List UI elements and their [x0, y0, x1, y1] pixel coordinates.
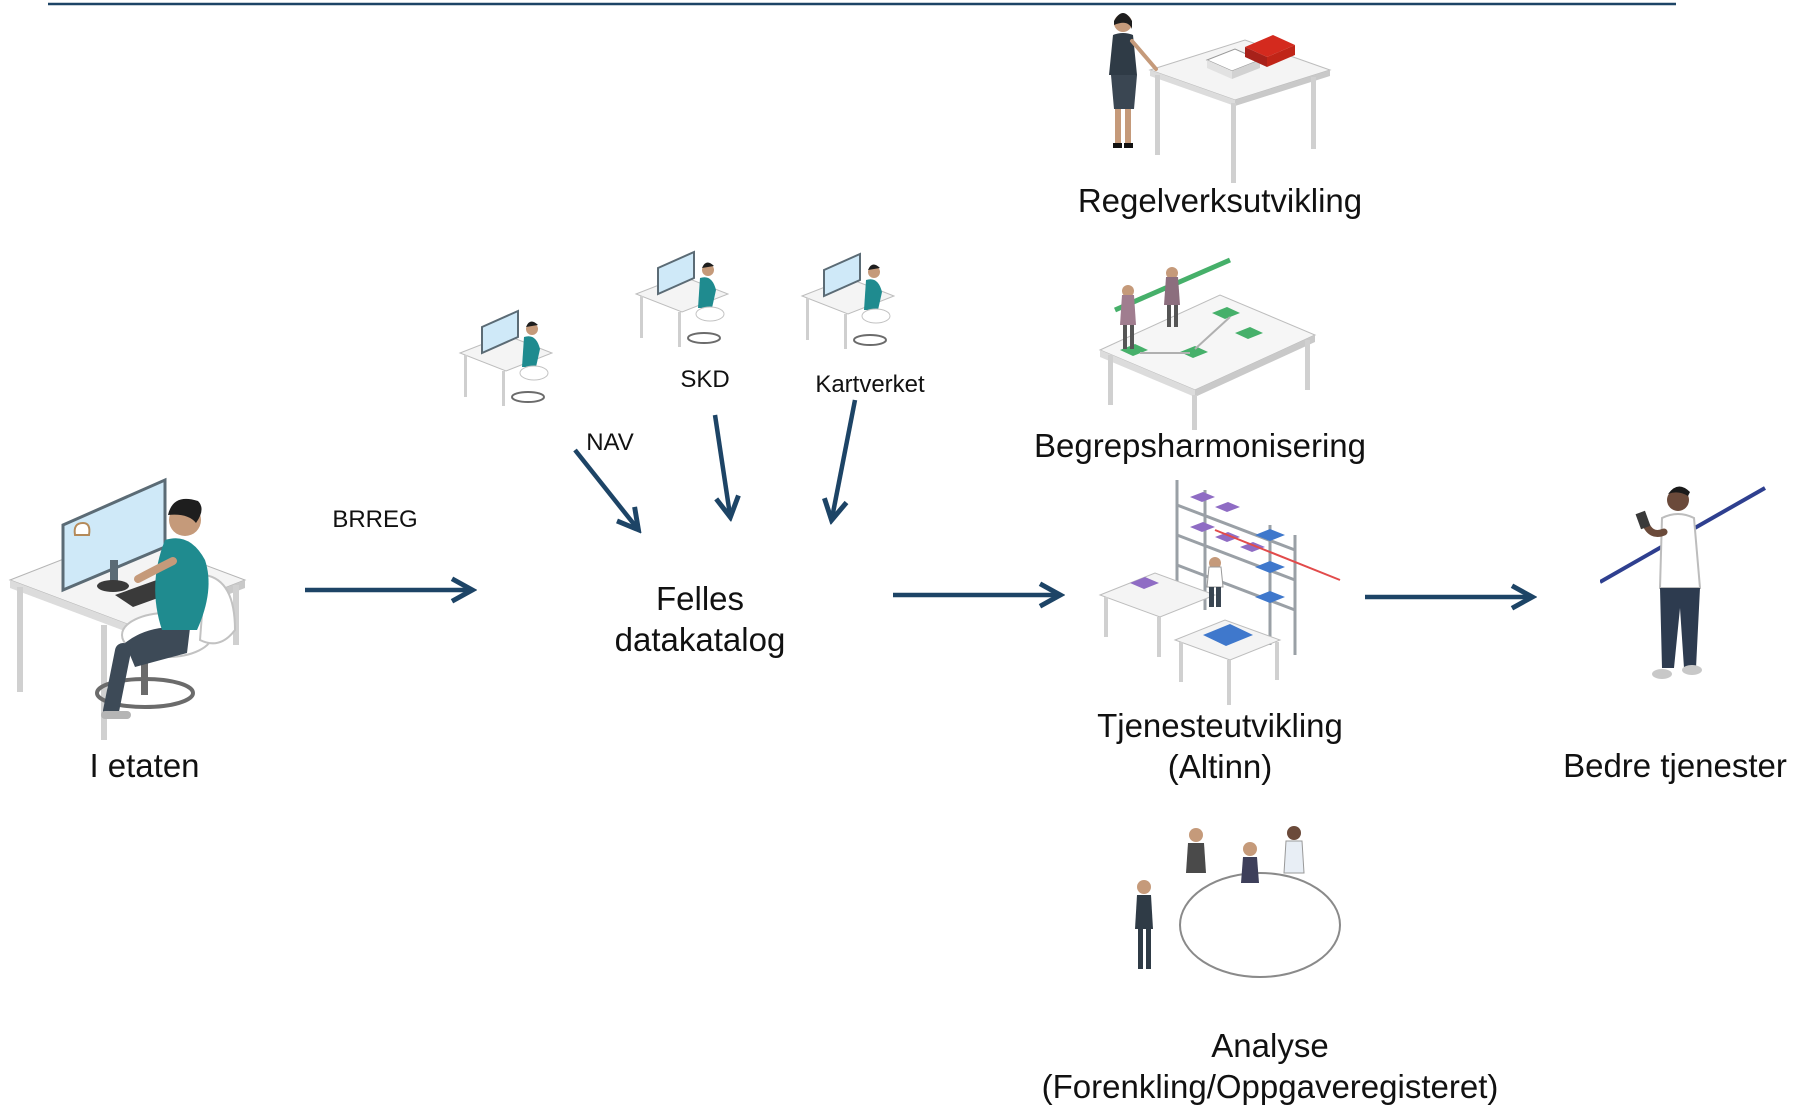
- workstation-icon-nav: [458, 309, 553, 406]
- use-label-tjeneste: Tjenesteutvikling (Altinn): [1090, 705, 1350, 788]
- use-label-begrep: Begrepsharmonisering: [1033, 427, 1366, 464]
- feed-label: BRREG: [332, 506, 418, 533]
- catalog-title-line2: datakatalog: [614, 621, 786, 659]
- contributor-label-skd: SKD: [680, 366, 730, 393]
- office-worker-desk-icon: [8, 477, 247, 740]
- use-label-analyse-line1: Analyse: [1211, 1027, 1329, 1064]
- arrow-kartverket-to-catalog: [832, 399, 858, 518]
- meeting-table-icon: [1135, 826, 1341, 978]
- law-desk-icon: [1109, 13, 1332, 183]
- contributor-label-nav: NAV: [586, 429, 634, 456]
- service-warehouse-icon: [1098, 480, 1341, 705]
- use-label-tjeneste-line1: Tjenesteutvikling: [1097, 707, 1343, 744]
- arrow-nav-to-catalog: [573, 448, 637, 528]
- contributor-label-kartverket: Kartverket: [815, 371, 925, 398]
- concept-board-icon: [1098, 257, 1317, 430]
- top-rule: [48, 2, 1676, 6]
- use-label-tjeneste-line2: (Altinn): [1167, 748, 1273, 786]
- source-label: I etaten: [89, 747, 200, 784]
- arrow-skd-to-catalog: [712, 414, 730, 515]
- catalog-title: Felles datakatalog: [590, 578, 810, 661]
- workstation-icon-kartverket: [800, 252, 895, 349]
- outcome-label: Bedre tjenester: [1563, 747, 1787, 784]
- use-label-analyse: Analyse (Forenkling/Oppgaveregisteret): [1020, 1025, 1520, 1108]
- use-label-regelverk: Regelverksutvikling: [1077, 182, 1363, 219]
- mobile-user-icon: [1600, 486, 1766, 679]
- workstation-icon-skd: [634, 250, 729, 347]
- catalog-title-line1: Felles: [655, 580, 745, 617]
- use-label-analyse-line2: (Forenkling/Oppgaveregisteret): [1041, 1068, 1499, 1106]
